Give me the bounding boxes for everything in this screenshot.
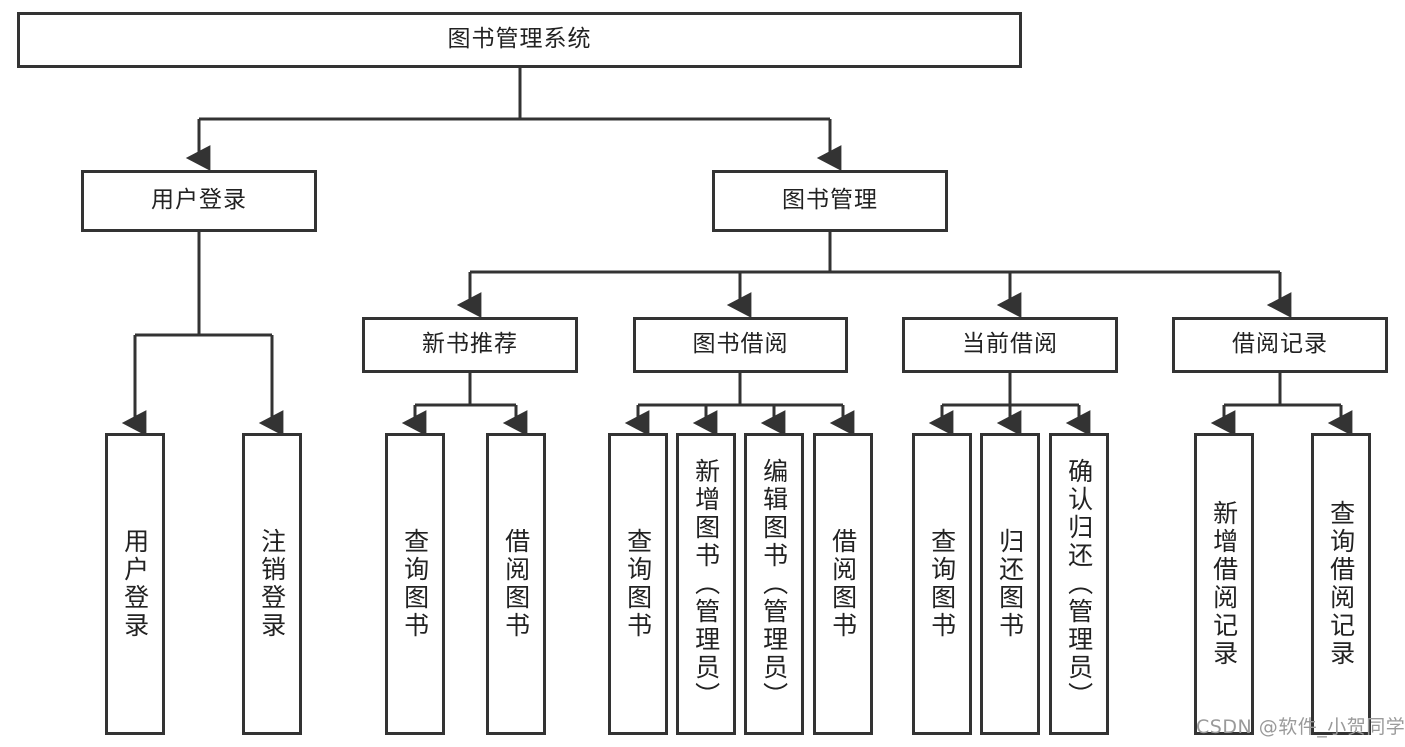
leaf-edit-book[interactable]: 编辑图书（管理员） [744, 433, 804, 735]
node-new-book-recommend[interactable]: 新书推荐 [362, 317, 578, 373]
leaf-query-book-recommend[interactable]: 查询图书 [385, 433, 445, 735]
node-book-borrow[interactable]: 图书借阅 [633, 317, 848, 373]
node-label: 图书管理 [782, 187, 878, 214]
node-label: 新增借阅记录 [1209, 500, 1239, 668]
watermark: CSDN @软件_小贺同学 [1196, 716, 1405, 738]
leaf-add-borrow-record[interactable]: 新增借阅记录 [1194, 433, 1254, 735]
node-label: 用户登录 [151, 187, 247, 214]
leaf-borrow-book[interactable]: 借阅图书 [813, 433, 873, 735]
node-current-borrow[interactable]: 当前借阅 [902, 317, 1118, 373]
node-user-login[interactable]: 用户登录 [81, 170, 317, 232]
leaf-add-book[interactable]: 新增图书（管理员） [676, 433, 736, 735]
leaf-user-login[interactable]: 用户登录 [105, 433, 165, 735]
node-label: 新书推荐 [422, 331, 518, 358]
leaf-query-borrow-record[interactable]: 查询借阅记录 [1311, 433, 1371, 735]
leaf-query-book-borrow[interactable]: 查询图书 [608, 433, 668, 735]
node-label: 借阅图书 [501, 528, 531, 640]
node-label: 编辑图书（管理员） [759, 458, 789, 710]
node-label: 归还图书 [995, 528, 1025, 640]
leaf-return-book[interactable]: 归还图书 [980, 433, 1040, 735]
node-label: 用户登录 [120, 528, 150, 640]
leaf-borrow-book-recommend[interactable]: 借阅图书 [486, 433, 546, 735]
leaf-confirm-return[interactable]: 确认归还（管理员） [1049, 433, 1109, 735]
node-label: 新增图书（管理员） [691, 458, 721, 710]
node-label: 确认归还（管理员） [1064, 458, 1094, 710]
node-label: 查询图书 [927, 528, 957, 640]
node-label: 当前借阅 [962, 331, 1058, 358]
leaf-logout-login[interactable]: 注销登录 [242, 433, 302, 735]
node-label: 图书管理系统 [447, 26, 592, 53]
node-label: 借阅图书 [828, 528, 858, 640]
node-label: 查询图书 [400, 528, 430, 640]
node-label: 查询借阅记录 [1326, 500, 1356, 668]
node-label: 图书借阅 [692, 331, 789, 358]
node-book-manage[interactable]: 图书管理 [712, 170, 948, 232]
node-label: 借阅记录 [1232, 331, 1328, 358]
leaf-query-book-current[interactable]: 查询图书 [912, 433, 972, 735]
node-label: 查询图书 [623, 528, 653, 640]
node-label: 注销登录 [257, 528, 287, 640]
node-borrow-record[interactable]: 借阅记录 [1172, 317, 1388, 373]
node-book-management-system[interactable]: 图书管理系统 [17, 12, 1022, 68]
